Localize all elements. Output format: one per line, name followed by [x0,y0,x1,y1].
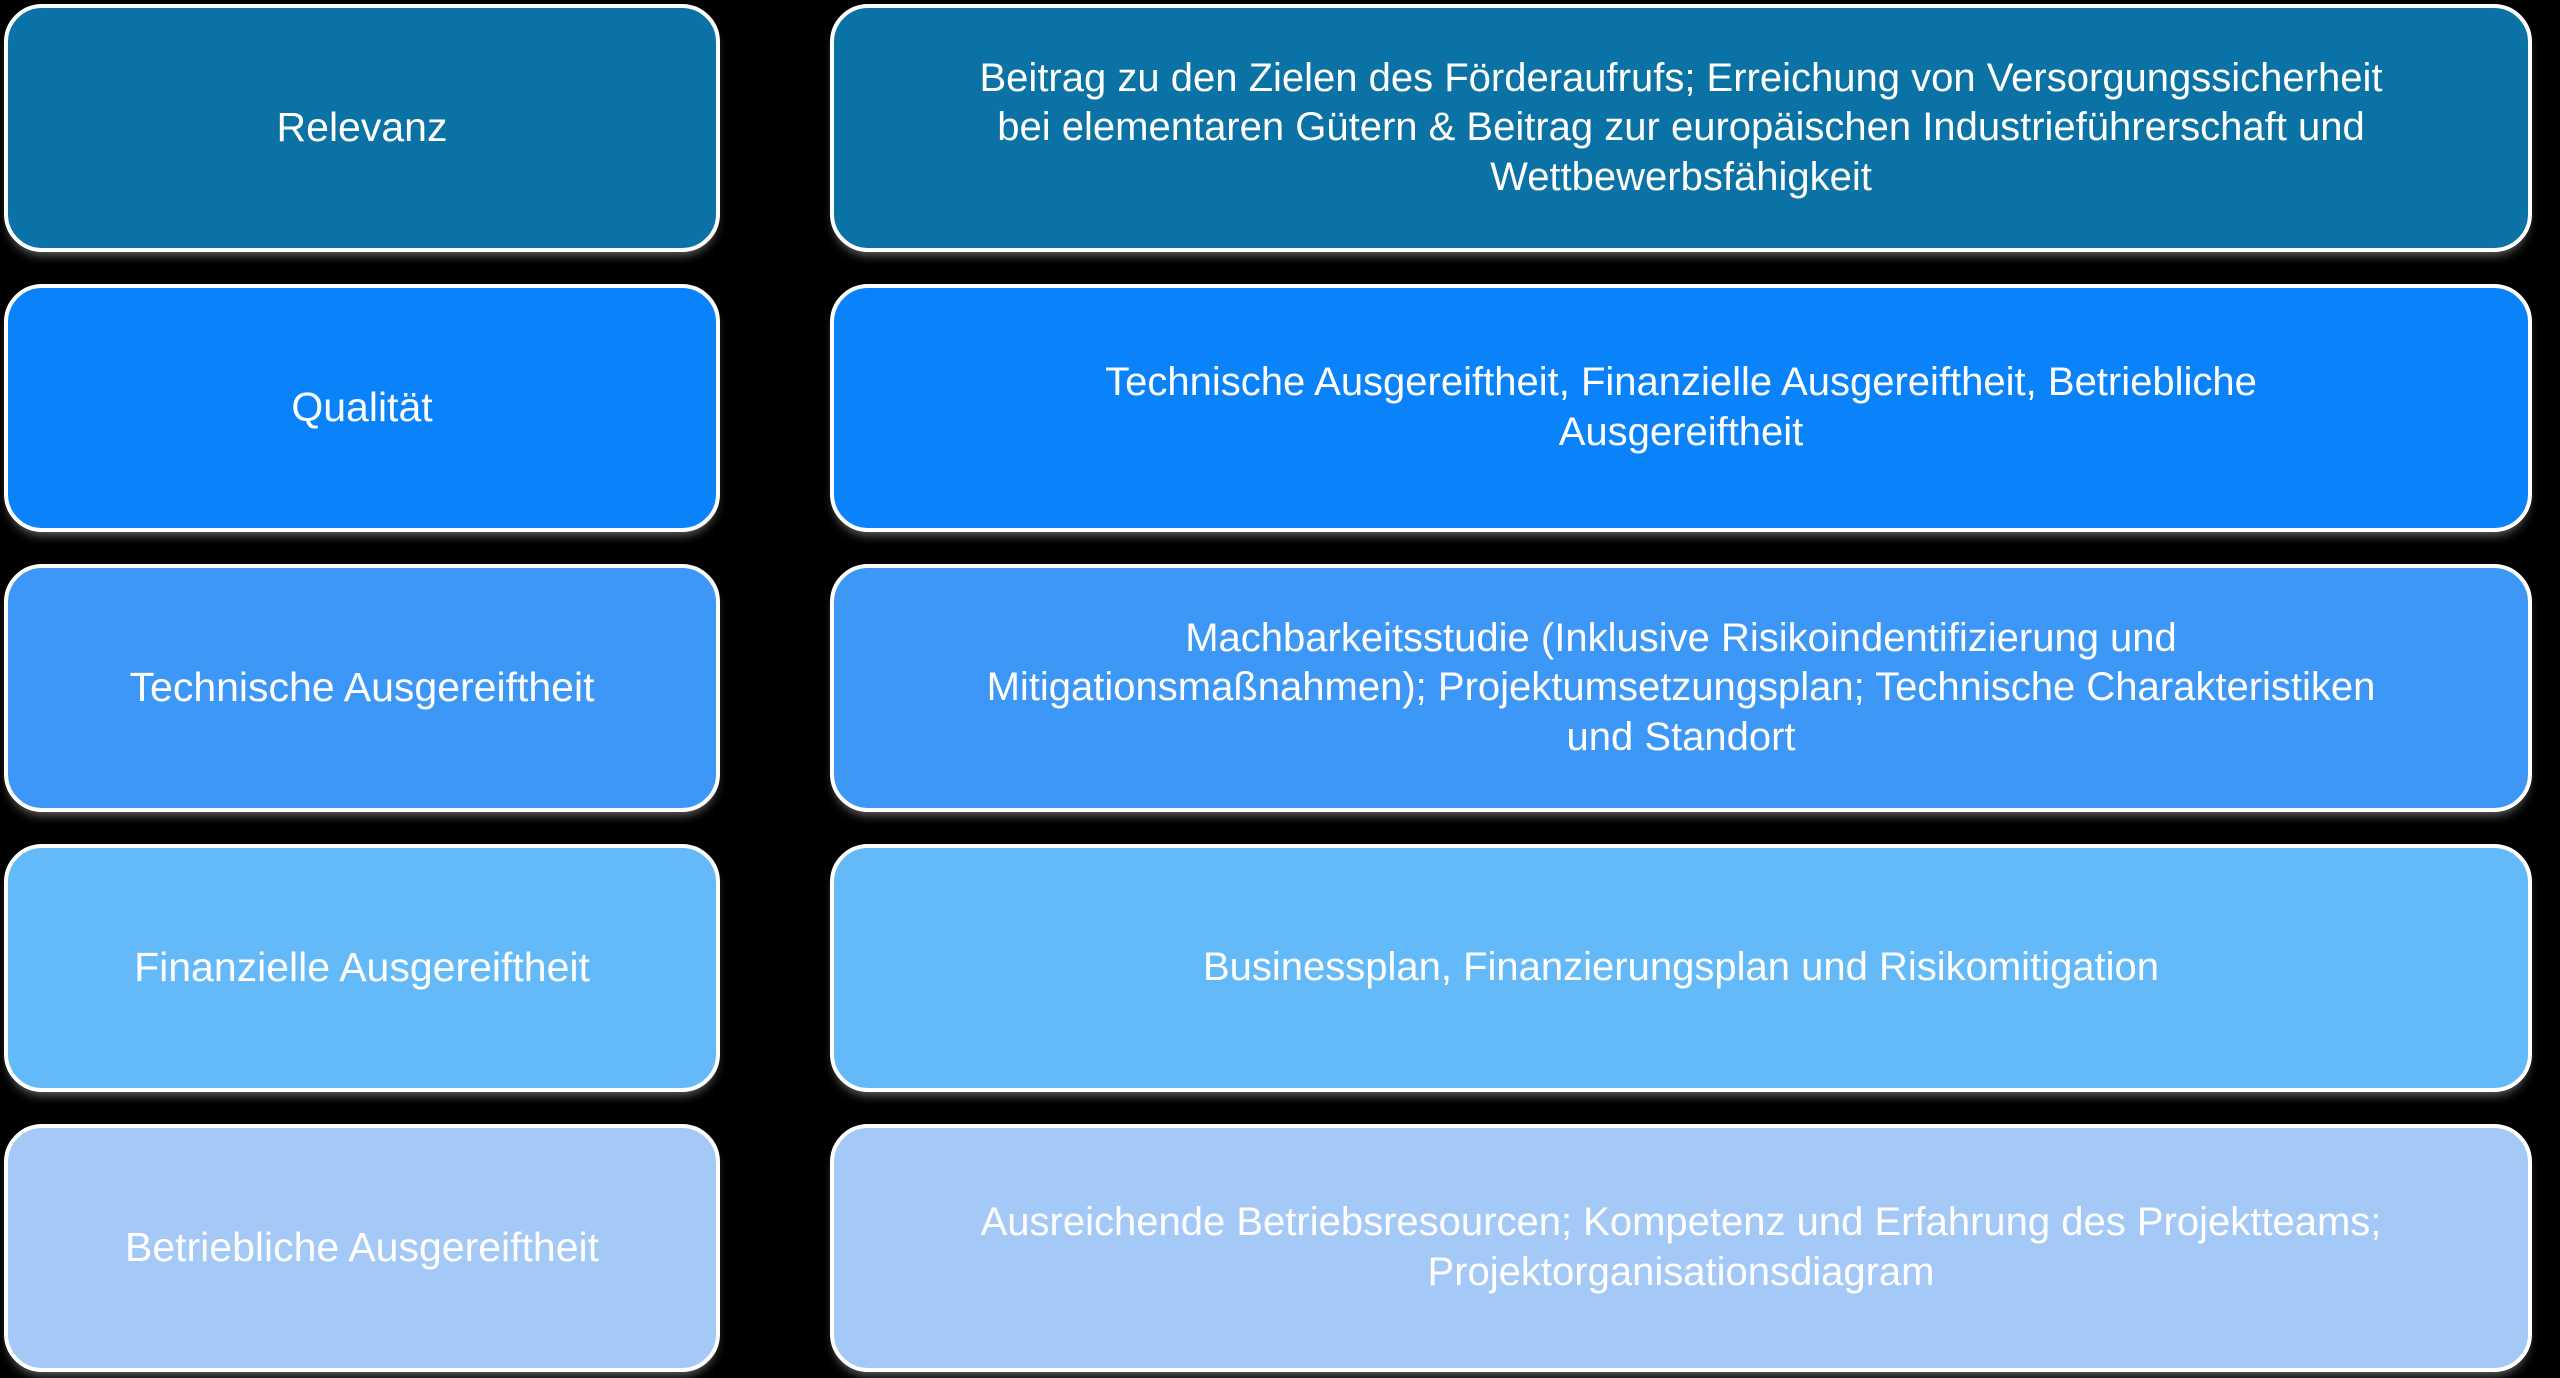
criterion-description-box: Businessplan, Finanzierungsplan und Risi… [830,844,2532,1092]
criterion-description-line: Mitigationsmaßnahmen); Projektumsetzungs… [986,665,2376,710]
criterion-description-line: Ausreichende Betriebsresourcen; Kompeten… [980,1200,2382,1245]
criterion-label-box: Technische Ausgereiftheit [4,564,720,812]
criterion-description-line: und Standort [1566,714,1796,759]
criterion-label: Finanzielle Ausgereiftheit [134,944,590,991]
criterion-description-box: Machbarkeitsstudie (Inklusive Risikoinde… [830,564,2532,812]
criterion-label: Betriebliche Ausgereiftheit [124,1224,600,1271]
criterion-description: Technische Ausgereiftheit, Finanzielle A… [1105,358,2257,457]
criterion-description: Ausreichende Betriebsresourcen; Kompeten… [981,1198,2382,1297]
criterion-description-line: Wettbewerbsfähigkeit [1490,154,1872,199]
criterion-description-line: Businessplan, Finanzierungsplan und Risi… [1202,945,2160,990]
criterion-description-line: Technische Ausgereiftheit, Finanzielle A… [1105,360,2257,405]
criterion-description-line: Projektorganisationsdiagram [1427,1250,1935,1294]
criterion-description-line: Machbarkeitsstudie (Inklusive Risikoinde… [1185,615,2177,660]
criterion-description-line: Beitrag zu den Zielen des Förderaufrufs;… [979,55,2383,100]
criterion-description-line: Ausgereiftheit [1558,410,1804,454]
criterion-description: Businessplan, Finanzierungsplan und Risi… [1203,943,2159,993]
criterion-description-box: Beitrag zu den Zielen des Förderaufrufs;… [830,4,2532,252]
criterion-description-box: Ausreichende Betriebsresourcen; Kompeten… [830,1124,2532,1372]
criterion-label-box: Relevanz [4,4,720,252]
criterion-label-box: Qualität [4,284,720,532]
criterion-label-box: Betriebliche Ausgereiftheit [4,1124,720,1372]
criterion-description-box: Technische Ausgereiftheit, Finanzielle A… [830,284,2532,532]
criterion-description: Machbarkeitsstudie (Inklusive Risikoinde… [987,614,2376,763]
criterion-label: Relevanz [276,104,448,151]
criterion-label-box: Finanzielle Ausgereiftheit [4,844,720,1092]
criterion-label: Qualität [291,384,433,431]
criterion-label: Technische Ausgereiftheit [129,664,595,711]
criterion-description: Beitrag zu den Zielen des Förderaufrufs;… [980,54,2383,203]
criterion-description-line: bei elementaren Gütern & Beitrag zur eur… [997,105,2365,150]
